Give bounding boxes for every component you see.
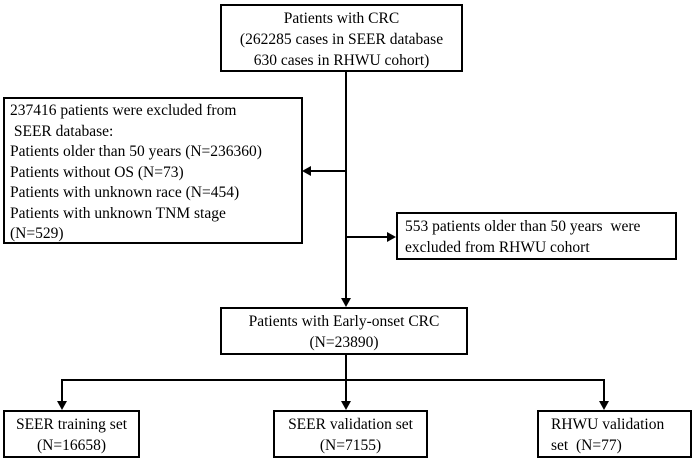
box-line: Patients with unknown race (N=454) [10,184,240,201]
box-line: set (N=77) [551,437,622,454]
connector-distribution [61,379,605,381]
box-line: 553 patients older than 50 years were [405,218,641,235]
box-line: (N=23890) [309,334,379,351]
arrowhead-down-into-training [57,401,67,410]
box-excluded-rhwu: 553 patients older than 50 years were ex… [396,212,677,260]
box-excluded-seer: 237416 patients were excluded from SEER … [3,97,303,244]
box-line: Patients older than 50 years (N=236360) [10,143,262,160]
box-line: excluded from RHWU cohort [405,239,590,256]
arrowhead-down-into-validation-seer [341,401,351,410]
connector-to-seer-exclusions [310,170,347,172]
box-line: (262285 cases in SEER database [239,31,444,48]
box-line: Patients without OS (N=73) [10,163,184,181]
connector-drop-training [61,379,63,402]
box-line: SEER database: [10,122,114,140]
box-line: SEER training set [15,416,128,433]
box-seer-validation-set: SEER validation set (N=7155) [273,410,428,458]
box-line: (N=16658) [36,437,106,454]
box-line: Patients with Early-onset CRC [248,313,440,330]
arrowhead-down-into-early-onset [341,298,351,307]
box-line: Patients with unknown TNM stage [10,204,226,222]
arrowhead-left-into-seer-exclusions [302,166,311,176]
box-line: (N=529) [10,225,64,242]
connector-top-to-early [345,72,347,299]
box-seer-training-set: SEER training set (N=16658) [3,410,140,458]
box-line: 237416 patients were excluded from [10,102,237,119]
box-line: RHWU validation [551,416,665,433]
box-line: (N=7155) [319,437,382,454]
connector-drop-validation-rhwu [603,379,605,402]
box-rhwu-validation-set: RHWU validation set (N=77) [537,410,692,458]
box-early-onset-crc: Patients with Early-onset CRC (N=23890) [220,307,468,355]
arrowhead-right-into-rhwu-exclusions [387,232,396,242]
arrowhead-down-into-validation-rhwu [599,401,609,410]
connector-to-rhwu-exclusions [346,236,388,238]
box-line: 630 cases in RHWU cohort) [253,52,430,69]
box-line: Patients with CRC [283,10,400,27]
box-line: SEER validation set [288,416,413,433]
connector-early-to-validation-seer [345,355,347,402]
box-patients-with-crc: Patients with CRC (262285 cases in SEER … [220,4,463,72]
